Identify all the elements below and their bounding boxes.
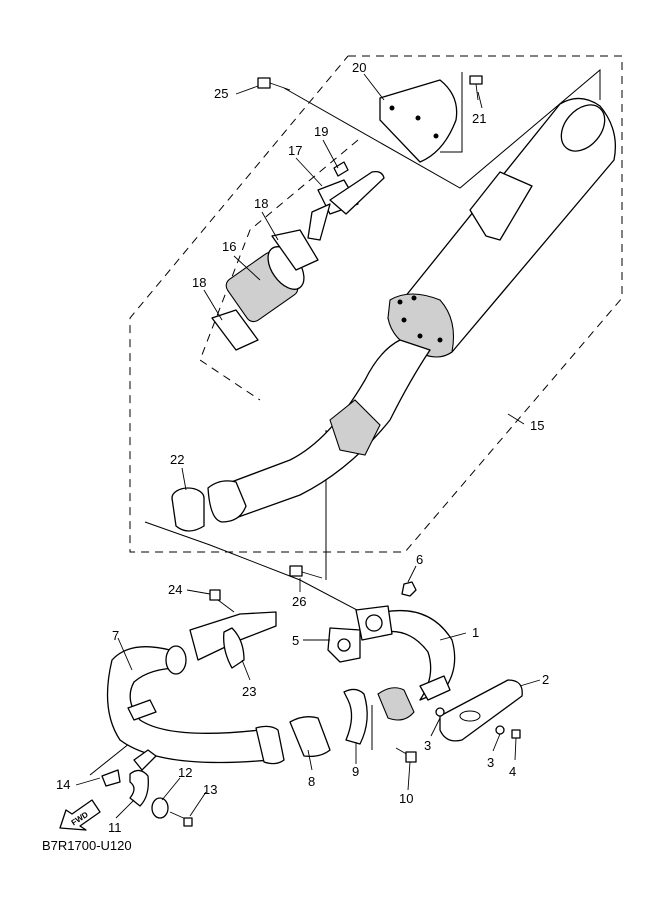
callout-18-upper: 18	[254, 196, 268, 211]
fwd-arrow-icon: FWD	[59, 799, 101, 831]
protector-bolt-21	[469, 75, 483, 101]
washer-3-right	[495, 725, 505, 735]
diagram-code: B7R1700-U120	[42, 838, 132, 853]
damper-12	[151, 797, 169, 819]
callout-7: 7	[112, 628, 119, 643]
callout-19: 19	[314, 124, 328, 139]
silencer-internals-boundary	[199, 139, 359, 401]
pipe-flange	[355, 605, 393, 641]
callout-24: 24	[168, 582, 182, 597]
washer-3-left	[435, 707, 445, 717]
callout-1: 1	[472, 625, 479, 640]
callout-23: 23	[242, 684, 256, 699]
protector-bolt-25	[257, 77, 291, 91]
collar-14	[101, 769, 121, 787]
bolt-24	[209, 589, 235, 613]
callout-12: 12	[178, 765, 192, 780]
gasket-5	[327, 627, 361, 663]
pipe-joint-group-line	[144, 521, 396, 631]
callout-20: 20	[352, 60, 366, 75]
callout-2: 2	[542, 672, 549, 687]
gasket-8	[289, 716, 331, 758]
callout-14: 14	[56, 777, 70, 792]
callout-10: 10	[399, 791, 413, 806]
clamp-9	[343, 688, 368, 745]
callout-25: 25	[214, 86, 228, 101]
gasket-lower	[211, 309, 259, 351]
callout-6: 6	[416, 552, 423, 567]
callout-8: 8	[308, 774, 315, 789]
callout-17: 17	[288, 143, 302, 158]
muffler-assembly-boundary	[129, 55, 623, 553]
clamp-23	[189, 611, 277, 669]
bolt-26	[289, 565, 323, 579]
exhaust-joint	[171, 487, 205, 532]
callout-9: 9	[352, 764, 359, 779]
muffler-protector	[379, 79, 458, 163]
callout-3-left: 3	[424, 738, 431, 753]
bolt-4	[511, 729, 521, 739]
muffler-bracket	[439, 679, 523, 742]
tail-pipe	[307, 170, 385, 241]
callout-11: 11	[108, 820, 122, 835]
callout-4: 4	[509, 764, 516, 779]
callout-26: 26	[292, 594, 306, 609]
leader-lines	[75, 73, 541, 819]
callout-5: 5	[292, 633, 299, 648]
callout-15: 15	[530, 418, 544, 433]
tail-pipe-bolt	[333, 161, 349, 177]
exhaust-pipe-2	[106, 645, 285, 765]
callout-3-right: 3	[487, 755, 494, 770]
clamp-11	[129, 749, 157, 807]
muffler-body	[207, 97, 617, 523]
callout-21: 21	[472, 111, 486, 126]
exhaust-pipe-1	[377, 609, 456, 721]
callout-22: 22	[170, 452, 184, 467]
callout-13: 13	[203, 782, 217, 797]
bolt-13	[169, 811, 193, 827]
heat-protector-group-line	[283, 68, 601, 189]
protector-bolt-group-line	[440, 72, 463, 153]
nut-6	[401, 581, 417, 597]
callout-18-lower: 18	[192, 275, 206, 290]
callout-16: 16	[222, 239, 236, 254]
gasket-upper	[271, 229, 319, 271]
bolt-10	[395, 747, 417, 763]
